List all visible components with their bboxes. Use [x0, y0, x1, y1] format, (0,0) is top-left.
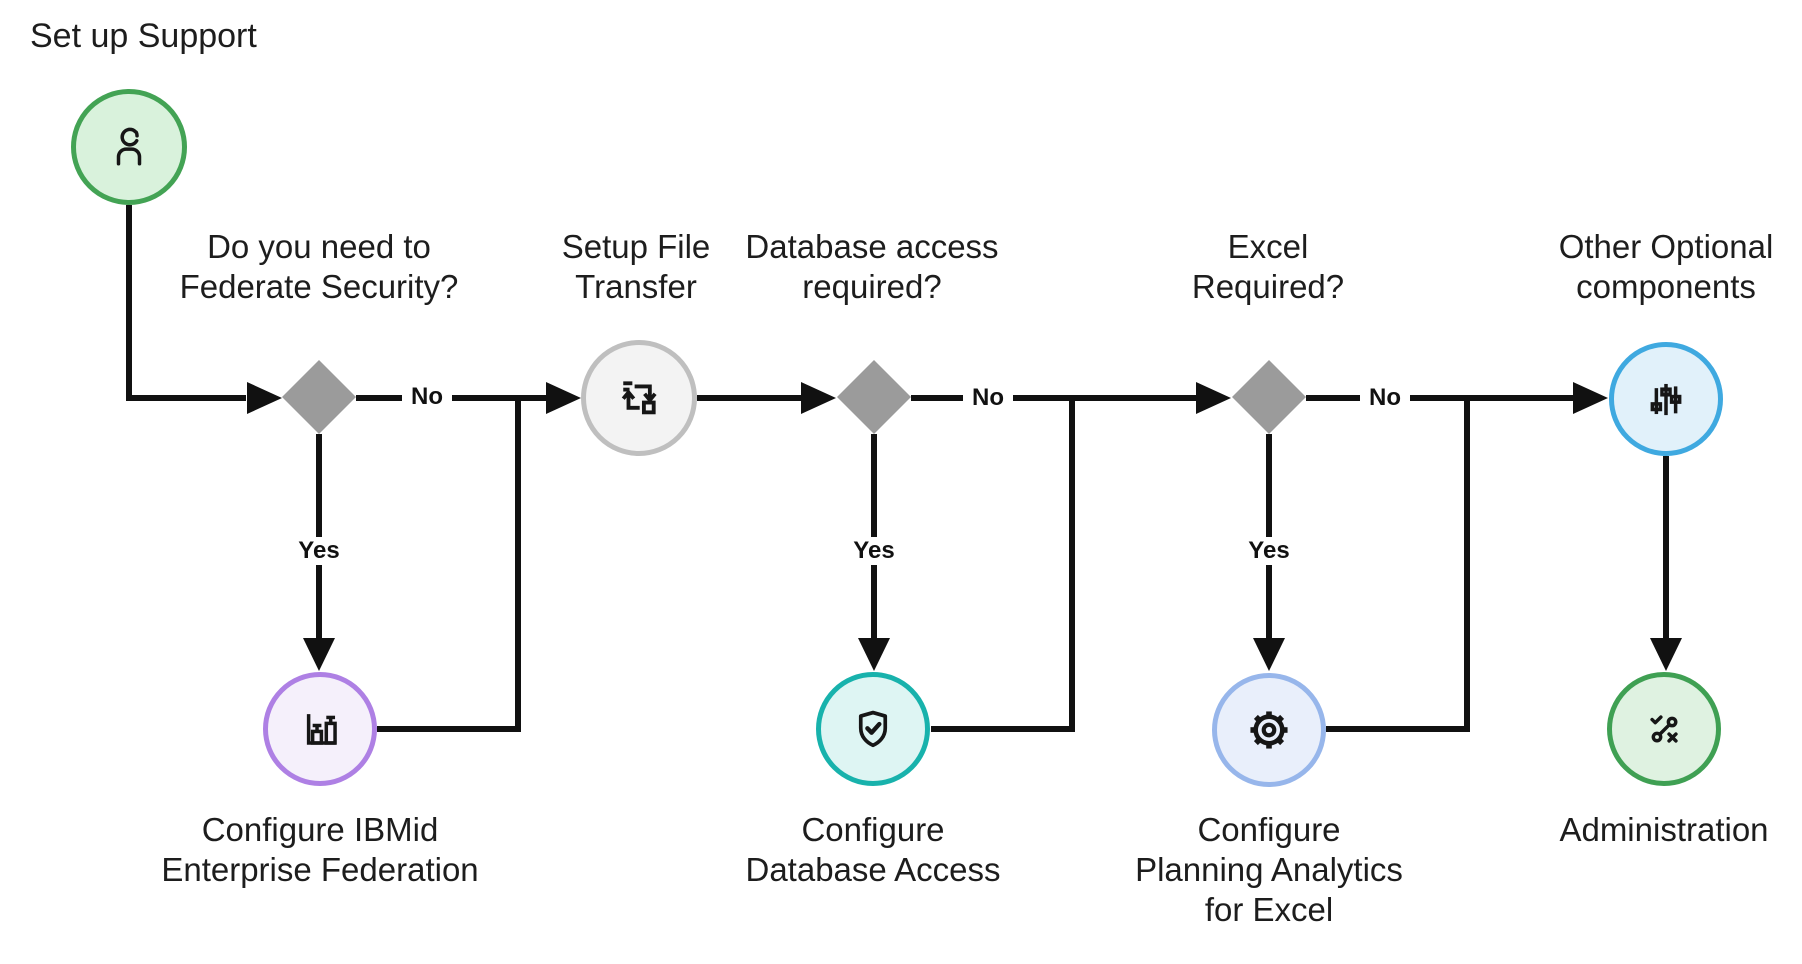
ibmid-node	[263, 672, 377, 786]
branch-yes-excel: Yes	[1239, 537, 1299, 565]
branch-yes-database: Yes	[844, 537, 904, 565]
branch-yes-federate: Yes	[289, 537, 349, 565]
decision-diamonds	[282, 360, 1306, 434]
shield-check-icon	[858, 710, 888, 748]
label-configure-database-access: Configure Database Access	[745, 811, 1001, 888]
label-other-optional-components: Other Optional components	[1558, 228, 1774, 305]
db-access-node	[816, 672, 930, 786]
label-setup-file-transfer: Setup File Transfer	[561, 228, 711, 305]
decision-diamond-excel	[1232, 360, 1306, 434]
arrowhead-into-excel-decision	[1196, 382, 1231, 414]
strategy-icon	[1650, 715, 1678, 743]
label-administration: Administration	[1559, 811, 1769, 848]
user-icon	[116, 127, 142, 166]
gear-icon	[1250, 711, 1288, 749]
line-start-to-federate	[126, 205, 246, 401]
question-database-access: Database access required?	[745, 228, 999, 305]
branch-no-excel: No	[1360, 384, 1410, 412]
question-excel-required: Excel Required?	[1191, 228, 1345, 305]
line-ibmid-return	[377, 398, 521, 732]
other-optional-node	[1609, 342, 1723, 456]
label-configure-ibmid: Configure IBMid Enterprise Federation	[161, 811, 479, 888]
question-federate-security: Do you need to Federate Security?	[179, 228, 459, 305]
page-title: Set up Support	[30, 17, 257, 55]
arrowhead-into-optional	[1573, 382, 1608, 414]
arrowheads	[247, 382, 1682, 671]
arrowhead-into-federate	[247, 382, 282, 414]
arrowhead-into-filetransfer	[546, 382, 581, 414]
branch-no-database: No	[963, 384, 1013, 412]
branch-no-federate: No	[402, 383, 452, 411]
sliders-icon	[1650, 383, 1682, 416]
admin-node	[1607, 672, 1721, 786]
arrowhead-into-pafe	[1253, 638, 1285, 671]
start-node	[71, 89, 187, 205]
decision-diamond-database	[837, 360, 911, 434]
arrowhead-into-admin	[1650, 638, 1682, 671]
line-dbaccess-return	[931, 398, 1075, 732]
arrowhead-into-ibmid	[303, 638, 335, 671]
pafe-node	[1212, 673, 1326, 787]
bar-chart-icon	[306, 714, 337, 745]
file-transfer-node	[581, 340, 697, 456]
decision-diamond-federate	[282, 360, 356, 434]
arrowhead-into-dbaccess	[858, 638, 890, 671]
label-configure-pafe: Configure Planning Analytics for Excel	[1135, 811, 1403, 928]
file-transfer-icon	[621, 381, 657, 415]
line-pafe-return	[1326, 398, 1470, 732]
arrowhead-into-db-decision	[801, 382, 836, 414]
